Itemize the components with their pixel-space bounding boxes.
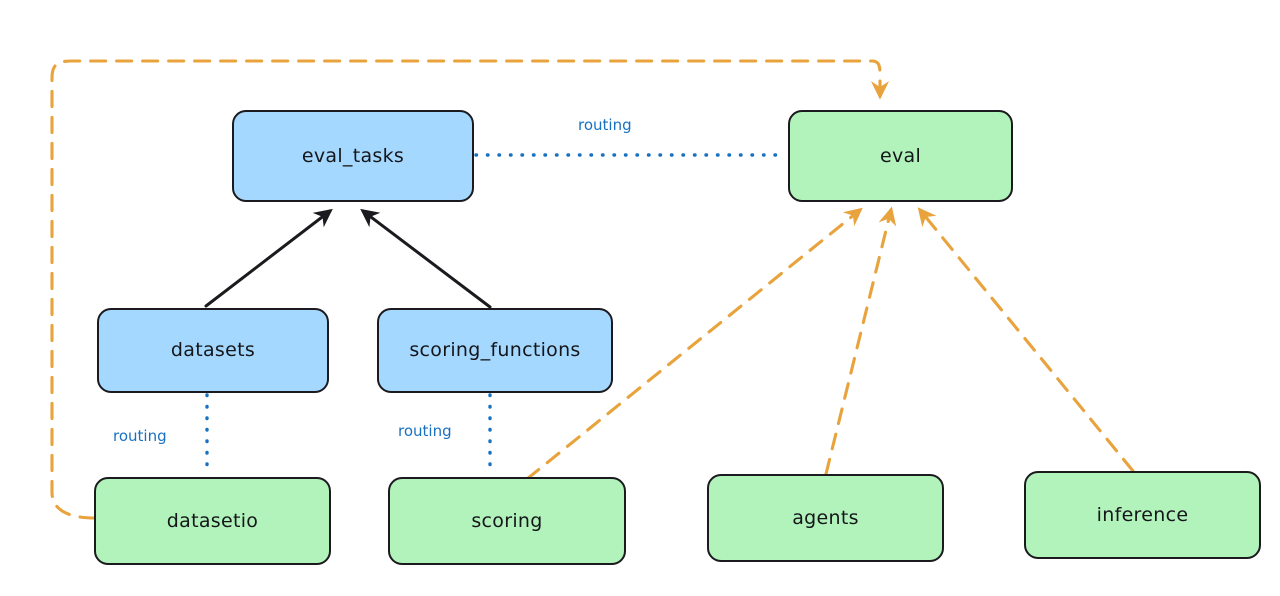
node-label: scoring bbox=[471, 509, 543, 532]
edge-label-routing-datasetio: routing bbox=[113, 427, 167, 445]
node-eval-tasks[interactable]: eval_tasks bbox=[232, 110, 474, 202]
edge-agents-eval bbox=[824, 206, 897, 476]
node-scoring-functions[interactable]: scoring_functions bbox=[377, 308, 613, 393]
node-label: eval_tasks bbox=[301, 144, 405, 167]
node-agents[interactable]: agents bbox=[707, 474, 944, 562]
node-datasetio[interactable]: datasetio bbox=[94, 477, 331, 565]
edge-label-routing-scoring: routing bbox=[398, 422, 452, 440]
edge-datasets-eval_tasks bbox=[204, 208, 333, 308]
edge-datasetio-eval bbox=[50, 59, 890, 520]
node-label: inference bbox=[1096, 503, 1189, 526]
node-label: eval bbox=[879, 144, 922, 167]
node-label: datasets bbox=[170, 339, 256, 362]
edge-label-routing-eval: routing bbox=[578, 116, 632, 134]
node-inference[interactable]: inference bbox=[1024, 471, 1261, 559]
node-label: scoring_functions bbox=[409, 339, 581, 362]
node-eval[interactable]: eval bbox=[788, 110, 1013, 202]
edge-scoring_functions-eval_tasks bbox=[360, 208, 492, 309]
edge-scoring-eval bbox=[525, 207, 863, 481]
edge-inference-eval bbox=[917, 207, 1135, 473]
node-label: agents bbox=[792, 506, 859, 529]
node-label: datasetio bbox=[166, 509, 259, 532]
node-scoring[interactable]: scoring bbox=[388, 477, 626, 565]
node-datasets[interactable]: datasets bbox=[97, 308, 329, 393]
